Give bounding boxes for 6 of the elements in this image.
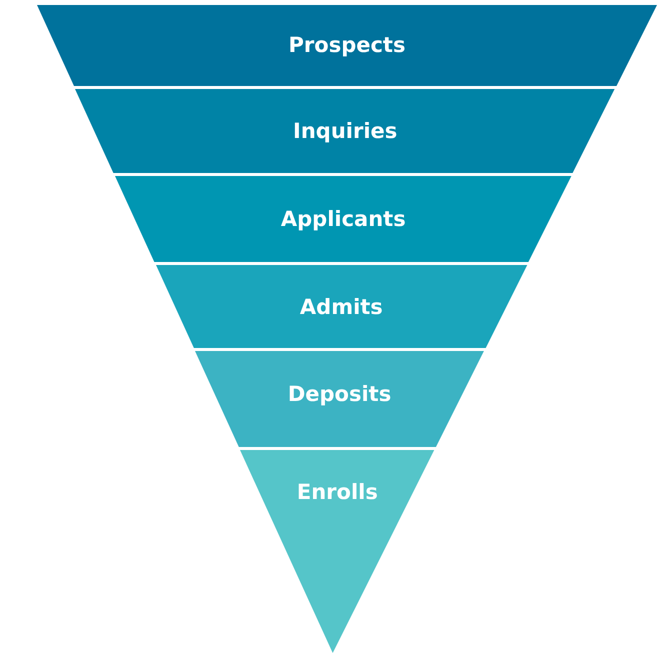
stage-label: Applicants — [280, 206, 406, 232]
stage-label: Admits — [300, 294, 383, 320]
stage-label: Inquiries — [293, 118, 398, 144]
stage-label: Prospects — [288, 32, 406, 58]
stage-label: Enrolls — [296, 479, 378, 505]
stage-label: Deposits — [288, 381, 392, 407]
